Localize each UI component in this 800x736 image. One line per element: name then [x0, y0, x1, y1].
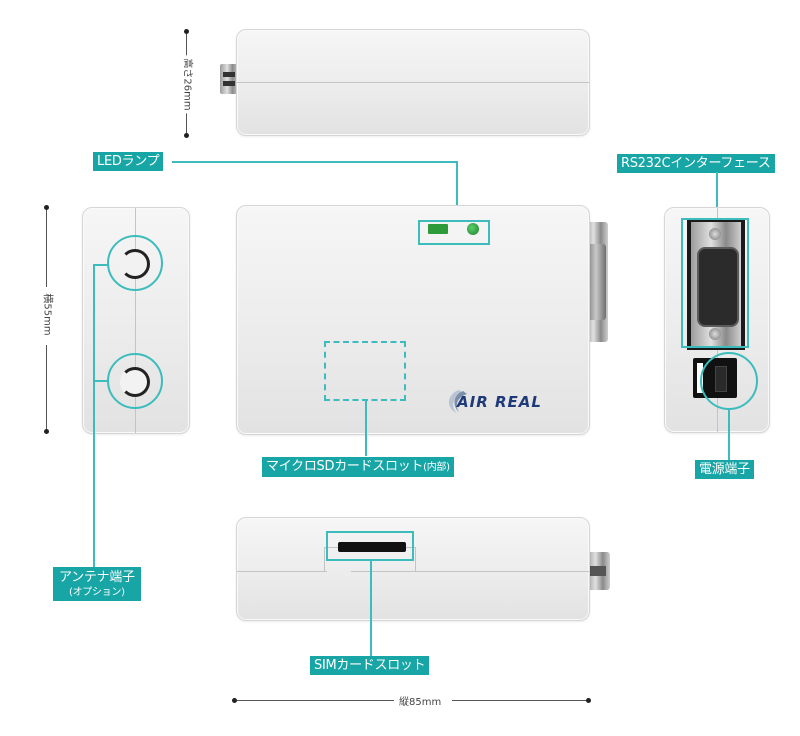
height-dimension-line-top: [186, 31, 187, 61]
height-dimension-end-top: [184, 29, 189, 34]
led-indicator-dot: [467, 223, 479, 235]
antenna-terminal-label: アンテナ端子 (オプション): [53, 567, 141, 601]
sim-slot-highlight-box: [326, 531, 414, 561]
antenna-terminal-note: (オプション): [68, 587, 125, 598]
led-indicator-bar: [428, 224, 448, 234]
antenna-leader-1: [93, 264, 109, 266]
antenna-port-2-highlight: [107, 353, 163, 409]
width-dimension-end-bottom: [44, 429, 49, 434]
sim-slot-leader: [370, 561, 372, 657]
microsd-slot-outline: [324, 341, 406, 401]
antenna-port-1-highlight: [107, 235, 163, 291]
sim-card-slot-label: SIMカードスロット: [310, 656, 430, 675]
microsd-slot-text: マイクロSDカードスロット: [266, 459, 424, 474]
db9-pin-shell: [697, 247, 739, 327]
height-dimension-line-bottom: [186, 100, 187, 135]
length-dimension-line-right: [452, 700, 588, 701]
width-dimension-line-top: [46, 207, 47, 287]
led-leader-vertical: [456, 161, 458, 221]
power-terminal-highlight: [700, 352, 758, 410]
air-real-logo-text: AIR REAL: [457, 393, 542, 411]
length-dimension-label: 縦85mm: [396, 693, 445, 708]
led-lamp-label: LEDランプ: [93, 152, 164, 171]
microsd-leader: [365, 401, 367, 456]
top-view-connector: [220, 64, 238, 94]
bottom-view-connector: [586, 552, 610, 590]
height-dimension-label: 高さ26mm: [181, 55, 197, 114]
width-dimension-label: 横55mm: [41, 290, 57, 339]
power-terminal-label: 電源端子: [695, 460, 754, 479]
width-dimension-line-bottom: [46, 345, 47, 431]
led-leader-horizontal: [172, 161, 458, 163]
microsd-slot-label: マイクロSDカードスロット(内部): [262, 457, 454, 477]
device-front-view: AIR REAL: [236, 205, 590, 435]
width-dimension-end-top: [44, 205, 49, 210]
length-dimension-end-right: [586, 698, 591, 703]
microsd-slot-note: (内部): [423, 462, 450, 473]
antenna-leader-2: [93, 380, 109, 382]
led-highlight-box: [418, 220, 490, 245]
air-real-logo: AIR REAL: [443, 386, 573, 416]
rs232c-db9-connector: [687, 220, 745, 350]
sim-card-slot: [338, 542, 406, 552]
rs232c-leader: [716, 172, 718, 220]
antenna-leader-vertical: [93, 264, 95, 567]
device-top-view: [236, 29, 590, 136]
power-terminal-leader: [728, 410, 730, 460]
height-dimension-end-bottom: [184, 133, 189, 138]
rs232c-highlight-box: [681, 218, 749, 348]
antenna-terminal-text: アンテナ端子: [59, 570, 135, 585]
air-real-swoosh-icon: [448, 390, 467, 413]
length-dimension-end-left: [232, 698, 237, 703]
length-dimension-line-left: [234, 700, 394, 701]
rs232c-interface-label: RS232Cインターフェース: [617, 154, 775, 173]
